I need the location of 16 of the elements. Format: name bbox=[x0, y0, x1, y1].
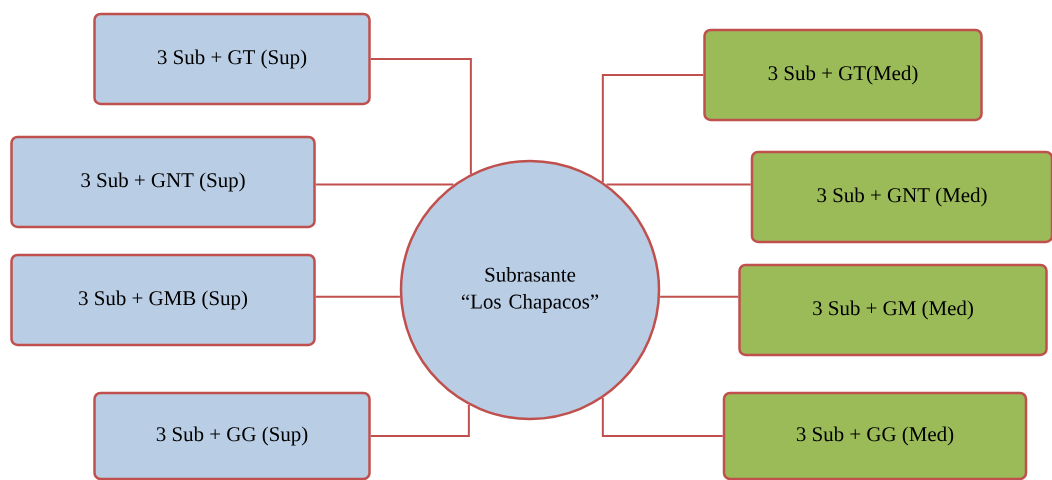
text-box: 3 Sub + GG (Med) bbox=[722, 391, 1028, 480]
text-box: 3 Sub + GMB (Sup) bbox=[10, 253, 316, 347]
text-box: 3 Sub + GT(Med) bbox=[703, 28, 983, 122]
connector-line bbox=[314, 295, 401, 298]
connector-line bbox=[369, 58, 472, 175]
text-box: 3 Sub + GM (Med) bbox=[738, 263, 1048, 357]
connector-line bbox=[601, 396, 724, 437]
connector-line bbox=[605, 183, 752, 186]
text-box: 3 Sub + GNT (Sup) bbox=[10, 135, 316, 229]
connector-line bbox=[369, 404, 470, 437]
connector-line bbox=[314, 183, 455, 186]
text-box: 3 Sub + GG (Sup) bbox=[93, 391, 371, 480]
connector-line bbox=[601, 74, 705, 183]
text-box: 3 Sub + GNT (Med) bbox=[750, 150, 1052, 244]
connector-line bbox=[659, 295, 740, 298]
text-box: 3 Sub + GT (Sup) bbox=[93, 12, 371, 106]
